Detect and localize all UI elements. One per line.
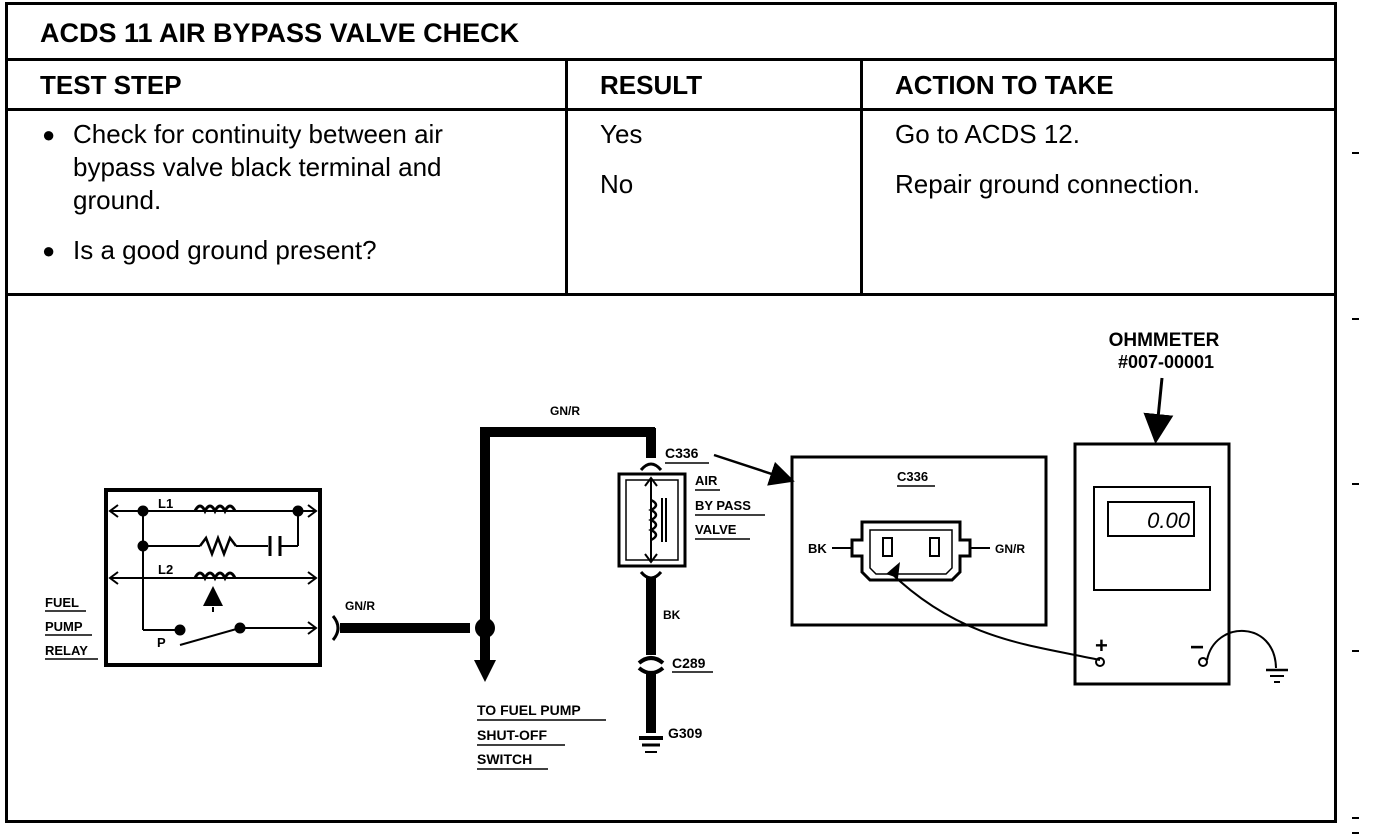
label-l1: L1 [158, 496, 173, 511]
divider-header [5, 108, 1337, 111]
fuel-pump-relay [104, 488, 322, 667]
label-l2: L2 [158, 562, 173, 577]
divider-col1 [565, 60, 568, 296]
plus-terminal-label: + [1095, 633, 1108, 658]
action-yes: Go to ACDS 12. [895, 119, 1080, 149]
edge-mark [1352, 817, 1359, 819]
air-bypass-valve [617, 462, 687, 580]
result-no: No [600, 169, 634, 199]
valve-label-line1: AIR [695, 473, 718, 488]
ohmmeter-arrow [1143, 377, 1174, 444]
divider-title [5, 58, 1337, 61]
ohmmeter [1073, 442, 1288, 686]
label-p: P [157, 635, 166, 650]
ohmmeter-label-line1: OHMMETER [1109, 330, 1220, 351]
relay-label-line2: PUMP [45, 619, 83, 634]
test-step-1-line1: Check for continuity between air [73, 119, 443, 149]
divider-table-bottom [5, 293, 1337, 296]
page-title: ACDS 11 AIR BYPASS VALVE CHECK [40, 18, 520, 48]
valve-label: AIR BY PASS VALVE [695, 473, 765, 540]
to-pump-label: TO FUEL PUMP SHUT-OFF SWITCH [477, 702, 606, 770]
c336-arrow [713, 453, 795, 486]
bullet-2: ● [42, 238, 56, 263]
wire-label-gnr-relay: GN/R [345, 599, 375, 613]
result-yes: Yes [600, 119, 643, 149]
relay-label-line3: RELAY [45, 643, 88, 658]
minus-terminal-label: − [1190, 634, 1204, 661]
detail-c336-label: C336 [897, 469, 928, 484]
edge-mark [1352, 318, 1359, 320]
to-pump-line3: SWITCH [477, 751, 532, 767]
relay-label-line1: FUEL [45, 595, 79, 610]
edge-mark [1352, 650, 1359, 652]
test-step-1-line3: ground. [73, 185, 162, 215]
detail-gnr-label: GN/R [995, 542, 1025, 556]
to-pump-line2: SHUT-OFF [477, 727, 547, 743]
ground-g309-label: G309 [668, 725, 702, 741]
edge-mark [1352, 832, 1359, 834]
detail-bk-label: BK [808, 541, 827, 556]
chart-frame [5, 2, 1337, 823]
probe-tip-icon [886, 562, 900, 578]
valve-label-line2: BY PASS [695, 498, 751, 513]
wire-bk [637, 578, 665, 753]
ohmmeter-label-line2: #007-00001 [1118, 352, 1214, 372]
wire-label-gnr-top: GN/R [550, 404, 580, 418]
header-test-step: TEST STEP [40, 70, 182, 100]
connector-c336-label: C336 [665, 445, 699, 461]
to-pump-line1: TO FUEL PUMP [477, 702, 581, 718]
connector-detail [790, 455, 1048, 627]
splice-dot [475, 618, 495, 638]
divider-col2 [860, 60, 863, 296]
probe-lead [889, 571, 1101, 661]
edge-mark [1352, 483, 1359, 485]
test-step-2: Is a good ground present? [73, 235, 377, 265]
header-action: ACTION TO TAKE [895, 70, 1114, 100]
edge-mark [1352, 152, 1359, 154]
bullet-1: ● [42, 122, 56, 147]
down-arrow-icon [474, 660, 496, 682]
valve-label-line3: VALVE [695, 522, 737, 537]
header-result: RESULT [600, 70, 703, 100]
relay-label: FUEL PUMP RELAY [45, 595, 98, 660]
connector-c289-label: C289 [672, 655, 706, 671]
action-no: Repair ground connection. [895, 169, 1200, 199]
wire-label-bk: BK [663, 608, 681, 622]
meter-reading: 0.00 [1147, 508, 1191, 533]
test-step-1-line2: bypass valve black terminal and [73, 152, 442, 182]
